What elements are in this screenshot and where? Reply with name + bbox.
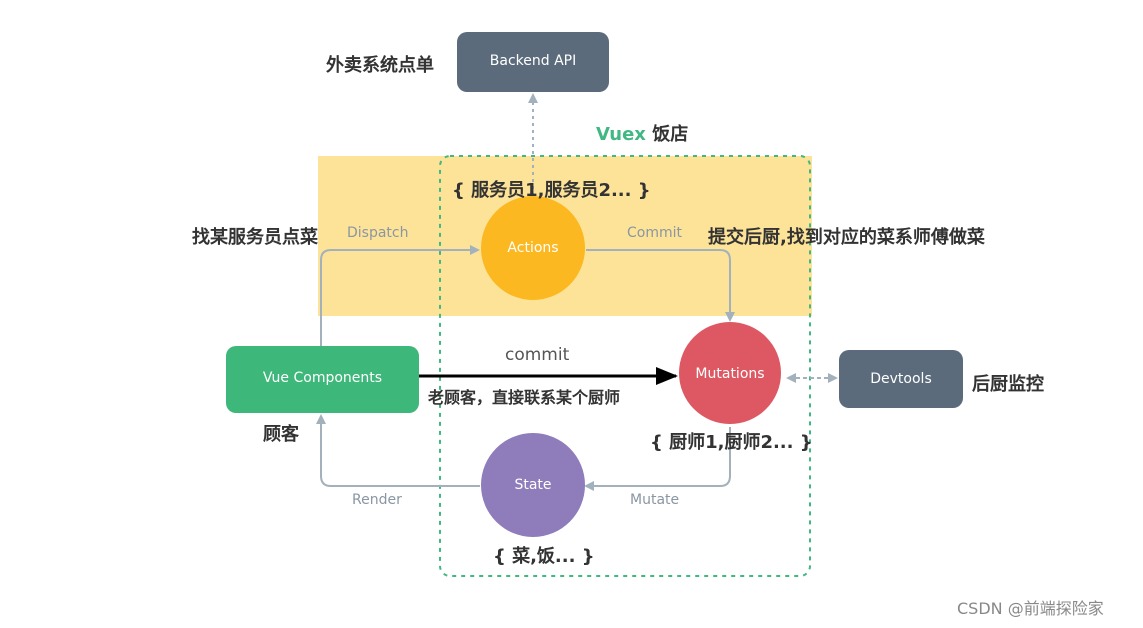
vue-components-node [226, 346, 419, 413]
backend-api-label: Backend API [489, 53, 577, 69]
vuex-boundary [439, 155, 811, 577]
mutations-node [679, 322, 781, 424]
dispatch-arrow [320, 245, 480, 346]
dishes-annotation: { 菜,饭... } [493, 546, 595, 567]
devtools-node [839, 350, 963, 408]
render-label: Render [352, 492, 402, 508]
vuex-word: Vuex [596, 124, 646, 145]
takeout-annotation: 外卖系统点单 [326, 55, 434, 76]
vue-components-label: Vue Components [262, 370, 383, 386]
vuex-store-title: Vuex 饭店 [596, 120, 688, 146]
customer-annotation: 顾客 [263, 424, 299, 445]
actions-label: Actions [507, 240, 559, 256]
watermark: CSDN @前端探险家 [957, 599, 1104, 618]
state-label: State [514, 477, 552, 493]
commit-label: Commit [627, 225, 682, 241]
kitchen-monitor-annotation: 后厨监控 [972, 374, 1044, 395]
commit-arrow [586, 249, 735, 322]
waiters-annotation: { 服务员1,服务员2... } [452, 180, 651, 201]
store-name: 饭店 [652, 124, 689, 145]
dispatch-label: Dispatch [347, 225, 409, 241]
mutate-arrow [584, 427, 731, 491]
render-arrow [316, 414, 480, 487]
devtools-label: Devtools [870, 371, 932, 387]
submit-kitchen-annotation: 提交后厨,找到对应的菜系师傅做菜 [708, 227, 985, 248]
find-waiter-annotation: 找某服务员点菜 [192, 227, 318, 248]
backend-api-node [457, 32, 609, 92]
actions-node [481, 196, 585, 300]
state-node [481, 433, 585, 537]
chefs-annotation: { 厨师1,厨师2... } [650, 432, 813, 453]
mutate-label: Mutate [630, 492, 680, 508]
direct-commit-label: commit [505, 345, 570, 365]
mutations-label: Mutations [695, 366, 765, 382]
old-customer-annotation: 老顾客，直接联系某个厨师 [428, 388, 621, 407]
